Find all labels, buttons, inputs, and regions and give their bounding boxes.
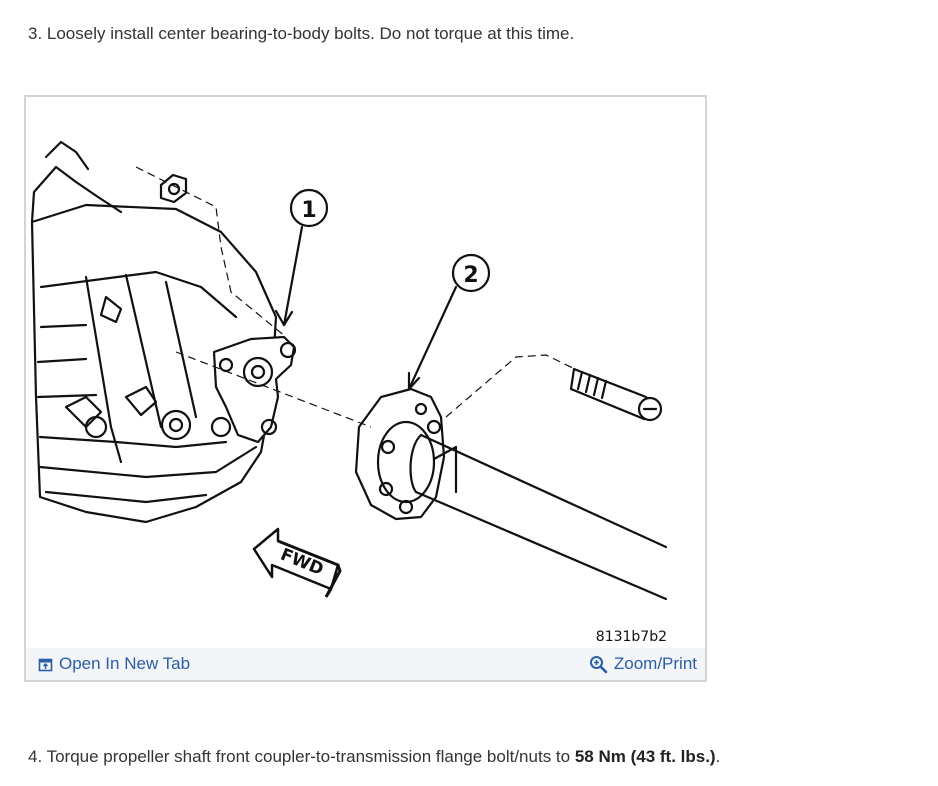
propeller-shaft-illustration: 1 2 FWD [30,140,668,601]
magnifier-plus-icon [589,655,608,673]
callout-1: 1 [301,198,316,223]
callout-2: 2 [463,263,478,288]
fwd-arrow-icon: FWD [252,527,342,598]
step-4-suffix: . [715,747,721,766]
zoom-print-label: Zoom/Print [613,654,697,673]
step-3-text: 3. Loosely install center bearing-to-bod… [28,24,575,43]
figure-code: 8131b7b2 [595,629,667,645]
step-4-torque-value: 58 Nm (43 ft. lbs.) [574,747,716,766]
zoom-print-link[interactable]: Zoom/Print [589,654,697,674]
figure-toolbar: Open In New Tab Zoom/Print [26,648,705,680]
figure-container: 1 2 FWD 8131b7b2 Open In New Tab Zoom/Pr… [24,95,707,682]
step-4-prefix: 4. Torque propeller shaft front coupler-… [28,747,575,766]
open-in-new-tab-link[interactable]: Open In New Tab [38,654,190,674]
open-in-new-tab-label: Open In New Tab [59,654,191,673]
open-external-icon [38,658,53,671]
step-4-text: 4. Torque propeller shaft front coupler-… [28,747,720,767]
